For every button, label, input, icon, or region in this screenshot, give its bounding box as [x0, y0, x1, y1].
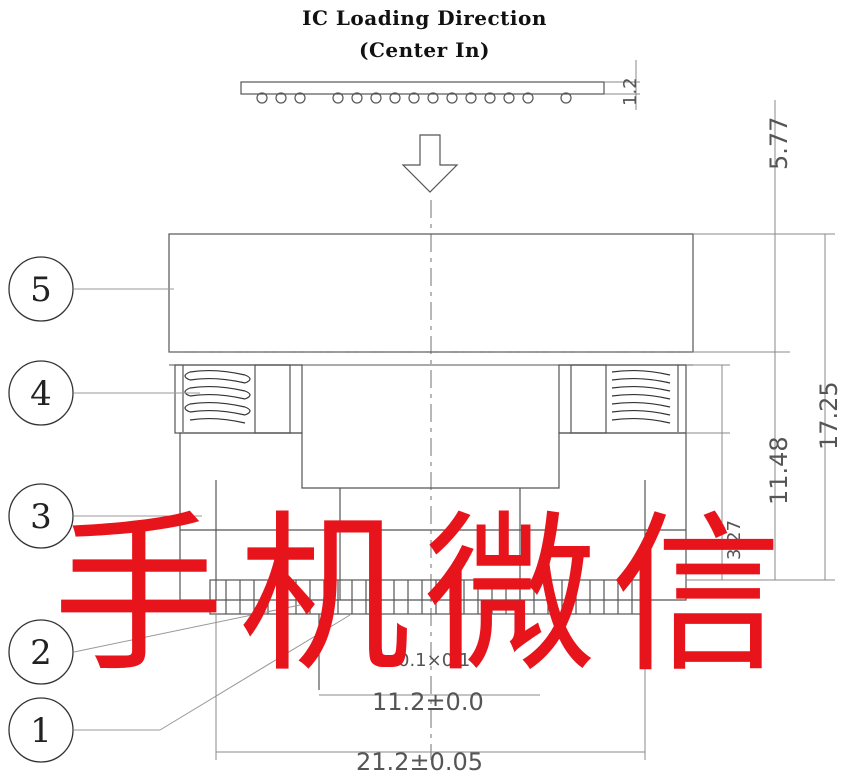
solder-ball — [427, 92, 439, 104]
loading-arrow-icon — [401, 134, 459, 193]
ic-package — [240, 81, 605, 104]
solder-ball — [370, 92, 382, 104]
callout-4-circle — [8, 360, 74, 426]
right-spring-icon — [611, 369, 671, 424]
callout-2-circle — [8, 619, 74, 685]
title-line-2: (Center In) — [359, 38, 490, 62]
callout-1-circle — [8, 697, 74, 763]
solder-ball — [351, 92, 363, 104]
solder-ball — [275, 92, 287, 104]
callout-4-label: 4 — [30, 374, 52, 414]
solder-ball — [484, 92, 496, 104]
callout-5-label: 5 — [30, 270, 52, 310]
dim-top-gap: 5.77 — [765, 117, 793, 170]
callout-3-circle — [8, 483, 74, 549]
callout-5-circle — [8, 256, 74, 322]
dim-inner-width: 11.2±0.0 — [372, 688, 484, 716]
left-spring-icon — [184, 369, 251, 424]
solder-ball — [332, 92, 344, 104]
solder-ball — [294, 92, 306, 104]
dim-lower-height: 11.48 — [765, 436, 793, 505]
solder-ball — [408, 92, 420, 104]
dim-small-height: 3.27 — [724, 520, 745, 560]
solder-ball — [522, 92, 534, 104]
solder-ball — [465, 92, 477, 104]
watermark-text: 手机微信 — [52, 495, 797, 696]
contact-pins — [225, 580, 633, 614]
callout-2-label: 2 — [30, 633, 52, 673]
solder-ball — [256, 92, 268, 104]
callout-3-label: 3 — [30, 497, 52, 537]
dim-ic-thickness: 1.2 — [620, 77, 641, 106]
title-line-1: IC Loading Direction — [302, 6, 547, 30]
callout-1-label: 1 — [30, 711, 52, 751]
dim-pitch: 0.1×0.1 — [398, 650, 470, 671]
left-spring-housing — [174, 364, 303, 434]
solder-ball — [560, 92, 572, 104]
dim-overall-width: 21.2±0.05 — [356, 748, 483, 776]
solder-ball — [503, 92, 515, 104]
dim-overall-height: 17.25 — [815, 381, 843, 450]
right-spring-housing — [558, 364, 687, 434]
solder-ball — [389, 92, 401, 104]
solder-ball — [446, 92, 458, 104]
